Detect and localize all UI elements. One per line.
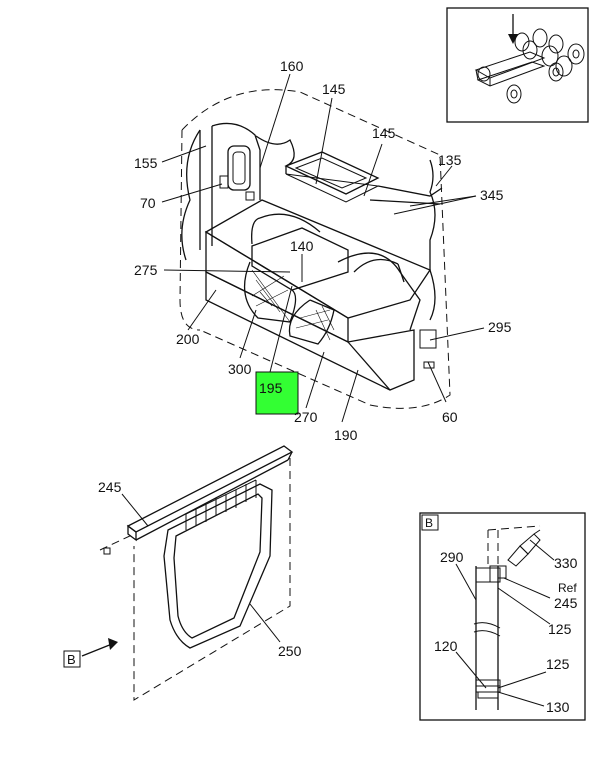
highlight-box — [255, 371, 299, 415]
label-275[interactable]: 275 — [134, 262, 158, 278]
label-145b[interactable]: 145 — [372, 125, 396, 141]
label-300[interactable]: 300 — [228, 361, 252, 377]
callout-labels: 160 145 145 135 155 345 70 140 275 295 2… — [63, 58, 578, 715]
label-125a[interactable]: 125 — [548, 621, 572, 637]
detail-b-callout[interactable]: B — [67, 652, 76, 667]
label-200[interactable]: 200 — [176, 331, 200, 347]
cab-assembly — [179, 89, 451, 409]
detail-b-tag: B — [425, 516, 433, 530]
locator-inset — [446, 7, 589, 123]
label-290[interactable]: 290 — [440, 549, 464, 565]
leader-lines — [161, 73, 485, 423]
label-155[interactable]: 155 — [134, 155, 158, 171]
label-60[interactable]: 60 — [442, 409, 458, 425]
detail-b-box — [419, 512, 586, 721]
label-160[interactable]: 160 — [280, 58, 304, 74]
label-330[interactable]: 330 — [554, 555, 578, 571]
label-ref: Ref — [558, 581, 577, 595]
label-120[interactable]: 120 — [434, 638, 458, 654]
label-245-ref[interactable]: 245 — [554, 595, 578, 611]
label-250[interactable]: 250 — [278, 643, 302, 659]
label-295[interactable]: 295 — [488, 319, 512, 335]
label-270[interactable]: 270 — [294, 409, 318, 425]
label-70[interactable]: 70 — [140, 195, 156, 211]
wall-panel-detail — [81, 445, 294, 701]
label-245[interactable]: 245 — [98, 479, 122, 495]
label-135[interactable]: 135 — [438, 152, 462, 168]
label-190[interactable]: 190 — [334, 427, 358, 443]
label-195[interactable]: 195 — [259, 380, 283, 396]
label-125b[interactable]: 125 — [546, 656, 570, 672]
label-130[interactable]: 130 — [546, 699, 570, 715]
label-345[interactable]: 345 — [480, 187, 504, 203]
label-140[interactable]: 140 — [290, 238, 314, 254]
label-145a[interactable]: 145 — [322, 81, 346, 97]
